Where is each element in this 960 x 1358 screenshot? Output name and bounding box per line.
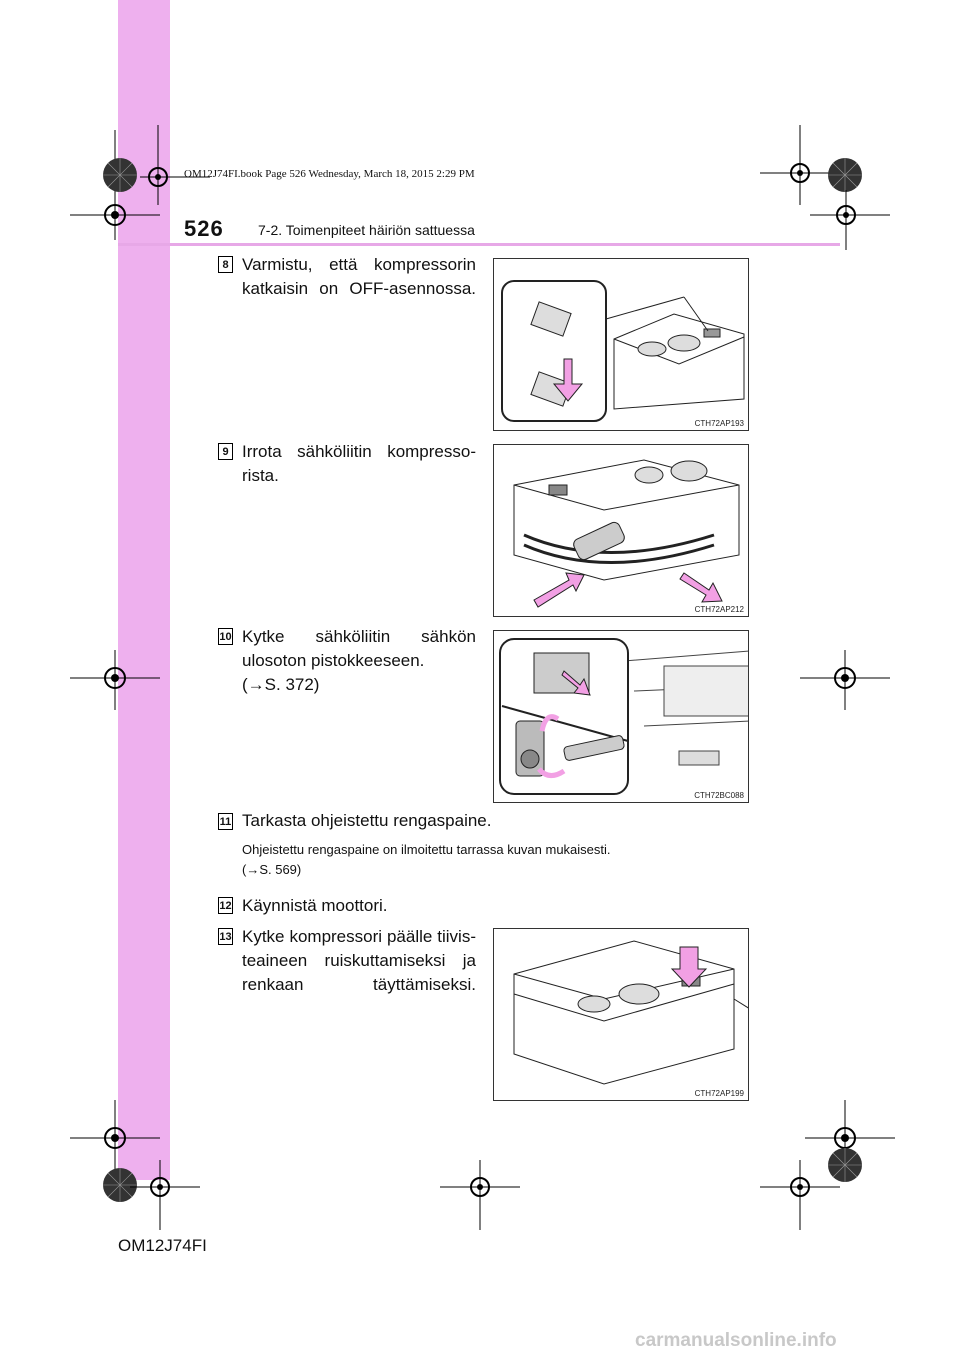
- registration-mark-icon: [810, 190, 890, 250]
- step-9-text: Irrota sähköliitin kompresso-rista.: [242, 442, 476, 485]
- step-13-badge: 13: [218, 928, 233, 945]
- radial-target-icon: [825, 155, 865, 195]
- figure-compressor-switch-on: CTH72AP199: [493, 928, 749, 1101]
- file-stamp: OM12J74FI.book Page 526 Wednesday, March…: [184, 168, 475, 180]
- step-11-note: Ohjeistettu rengaspaine on ilmoitettu ta…: [242, 842, 611, 877]
- registration-mark-icon: [70, 1100, 160, 1170]
- figure-disconnect-connector: CTH72AP212: [493, 444, 749, 617]
- chapter-title: 7-2. Toimenpiteet häiriön sattuessa: [258, 222, 475, 238]
- figure-code: CTH72AP199: [694, 1089, 744, 1098]
- model-code: OM12J74FI: [118, 1236, 207, 1255]
- step-9-badge: 9: [218, 443, 233, 460]
- page-number: 526: [184, 216, 224, 241]
- registration-mark-icon: [70, 650, 160, 710]
- registration-mark-icon: [760, 125, 840, 205]
- step-12-badge: 12: [218, 897, 233, 914]
- radial-target-icon: [100, 1165, 140, 1205]
- step-10-badge: 10: [218, 628, 233, 645]
- figure-compressor-switch-off: CTH72AP193: [493, 258, 749, 431]
- step-8-text: Varmistu, että kompressorin katkaisin on…: [242, 255, 476, 298]
- step-13-text: Kytke kompressori päälle tiivis-teaineen…: [242, 927, 476, 994]
- step-8-badge: 8: [218, 256, 233, 273]
- header-rule: [118, 243, 840, 246]
- registration-mark-icon: [440, 1160, 520, 1230]
- step-11-text: Tarkasta ohjeistettu rengaspaine.: [242, 811, 492, 830]
- step-10-text: Kytke sähköliitin sähkön ulosoton pistok…: [242, 627, 476, 694]
- figure-code: CTH72AP193: [694, 419, 744, 428]
- figure-power-outlet: CTH72BC088: [493, 630, 749, 803]
- registration-mark-icon: [130, 1160, 200, 1230]
- registration-mark-icon: [140, 125, 210, 205]
- registration-mark-icon: [760, 1160, 840, 1230]
- side-color-band: [118, 0, 170, 1180]
- radial-target-icon: [825, 1145, 865, 1185]
- figure-code: CTH72AP212: [694, 605, 744, 614]
- watermark: carmanualsonline.info: [635, 1330, 837, 1351]
- registration-mark-icon: [800, 650, 890, 710]
- step-11-badge: 11: [218, 813, 233, 830]
- step-12-text: Käynnistä moottori.: [242, 896, 388, 915]
- radial-target-icon: [100, 155, 140, 195]
- figure-code: CTH72BC088: [694, 791, 744, 800]
